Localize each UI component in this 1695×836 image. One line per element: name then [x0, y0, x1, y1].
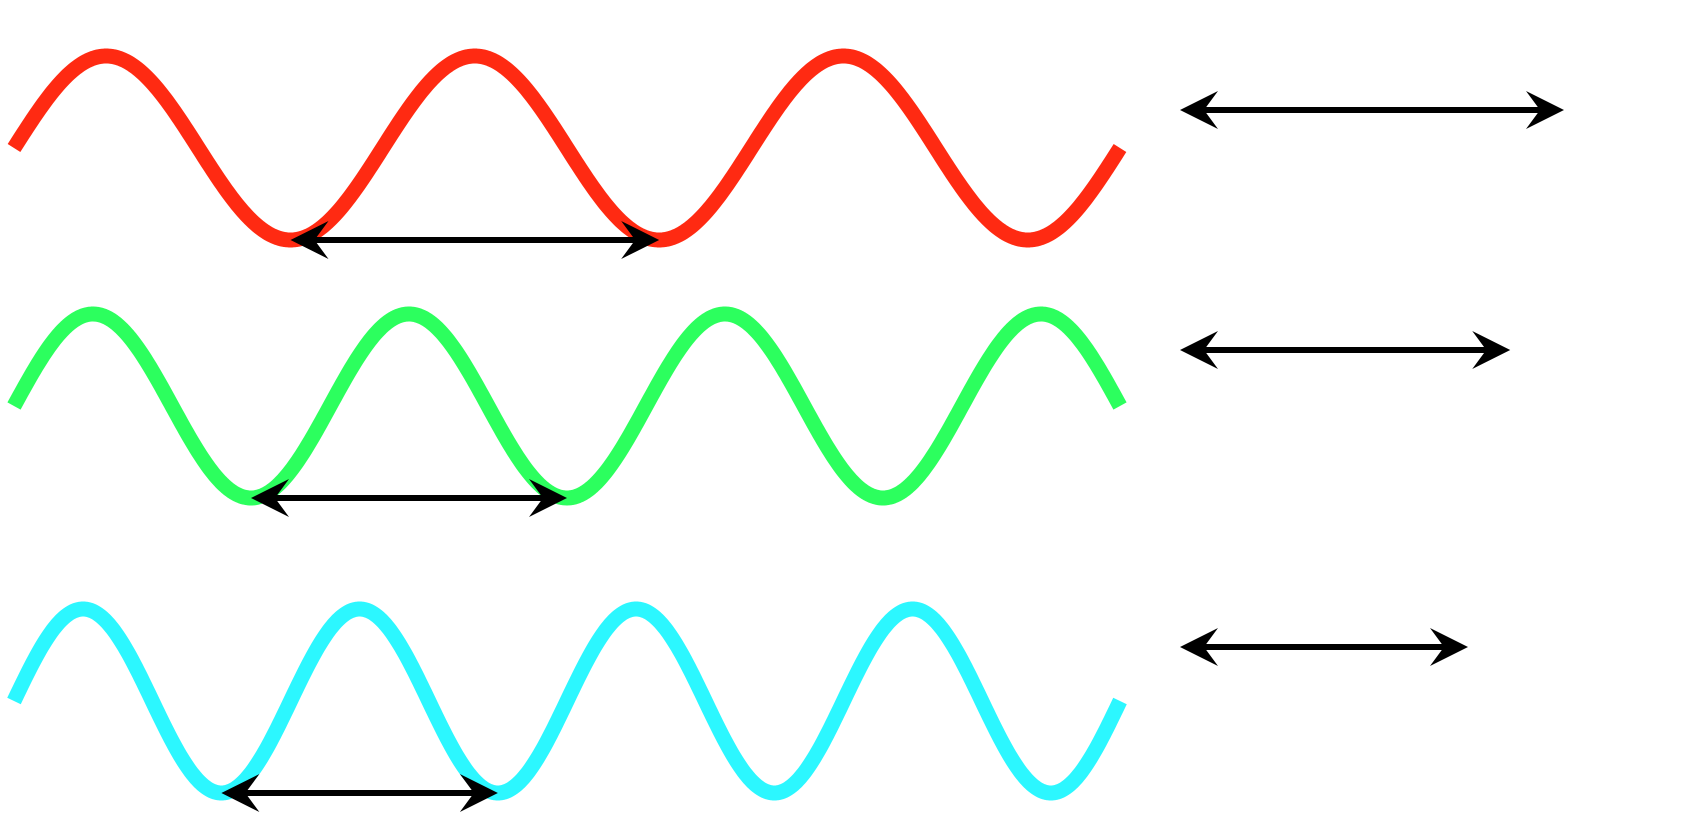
wavelength-arrow-1 — [290, 221, 660, 259]
reference-arrow-1-left-head — [1180, 91, 1218, 129]
reference-arrow-3-right-head — [1430, 628, 1468, 666]
reference-arrow-2 — [1180, 331, 1511, 369]
wavelength-arrow-3-left-head — [221, 774, 260, 812]
wavelength-arrow-2 — [251, 479, 567, 517]
arrow-layer — [221, 91, 1564, 812]
wavelength-arrow-1-right-head — [621, 221, 660, 259]
wave-2 — [7, 306, 1127, 506]
reference-arrow-3-left-head — [1180, 628, 1218, 666]
wave-3 — [7, 601, 1127, 801]
reference-arrow-3 — [1180, 628, 1468, 666]
reference-arrow-1 — [1180, 91, 1564, 129]
wave-layer — [7, 48, 1127, 801]
wavelength-arrow-3 — [221, 774, 498, 812]
reference-arrow-1-right-head — [1526, 91, 1564, 129]
wave-1 — [7, 48, 1127, 248]
reference-arrow-2-right-head — [1472, 331, 1511, 369]
wavelength-arrow-3-right-head — [459, 774, 498, 812]
wavelength-arrow-2-left-head — [251, 479, 289, 517]
reference-arrow-2-left-head — [1180, 331, 1218, 369]
wavelength-arrow-1-left-head — [290, 221, 329, 259]
wavelength-arrow-2-right-head — [529, 479, 567, 517]
